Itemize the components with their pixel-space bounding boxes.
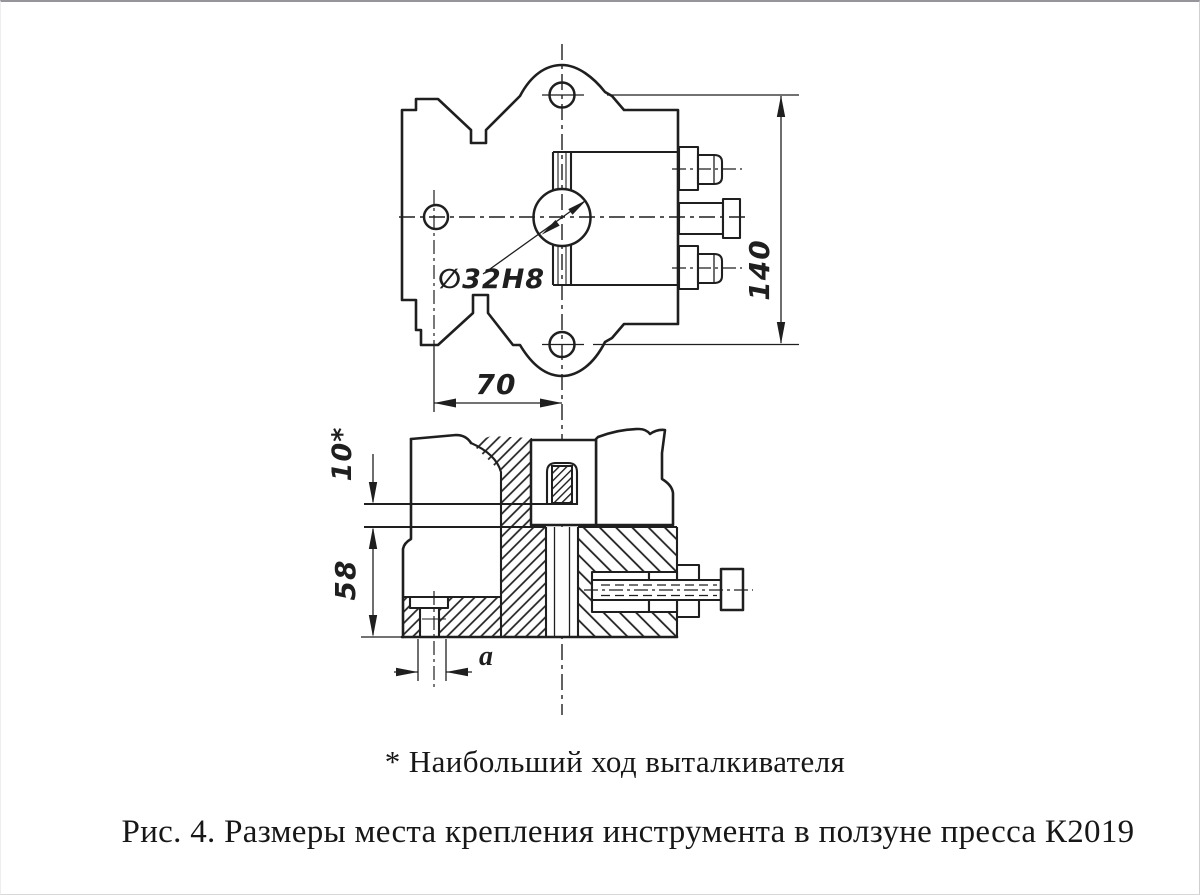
face-top-edge — [409, 433, 473, 445]
dim-10-label: 10* — [327, 427, 358, 482]
dim-58: 58 — [329, 527, 378, 637]
dim-58-label: 58 — [329, 560, 362, 601]
dim-70-label: 70 — [476, 368, 517, 401]
pocket-lines — [551, 150, 678, 287]
ejector-pin-section — [551, 465, 573, 504]
hatch-left-band-sliver — [532, 527, 546, 637]
t-bolt — [408, 591, 450, 690]
hatch-upper-right — [594, 427, 675, 527]
figure-caption: Рис. 4. Размеры места крепления инструме… — [122, 814, 1135, 850]
dim-140-label: 140 — [743, 239, 776, 300]
clamp-bolts — [672, 145, 742, 291]
centerlines — [399, 44, 749, 715]
ejector-channel — [544, 527, 580, 637]
dim-hole-diameter-label: ∅32H8 — [438, 264, 545, 295]
dim-hole-diameter: ∅32H8 — [438, 200, 587, 295]
dim-140: 140 — [593, 94, 799, 346]
dim-a-label: a — [479, 641, 493, 672]
dim-70: 70 — [434, 368, 562, 408]
top-view: 140 70 ∅32H8 — [399, 44, 799, 715]
band-left-edge — [470, 442, 503, 637]
footnote: * Наибольший ход выталкивателя — [385, 744, 845, 779]
section-view: 10* 58 a — [327, 427, 753, 690]
dim-a: a — [394, 639, 493, 681]
dim-10: 10* — [327, 427, 378, 504]
slide-outline — [400, 63, 680, 378]
face-left-edge — [401, 437, 413, 639]
clamp-bolt-section — [584, 563, 753, 619]
